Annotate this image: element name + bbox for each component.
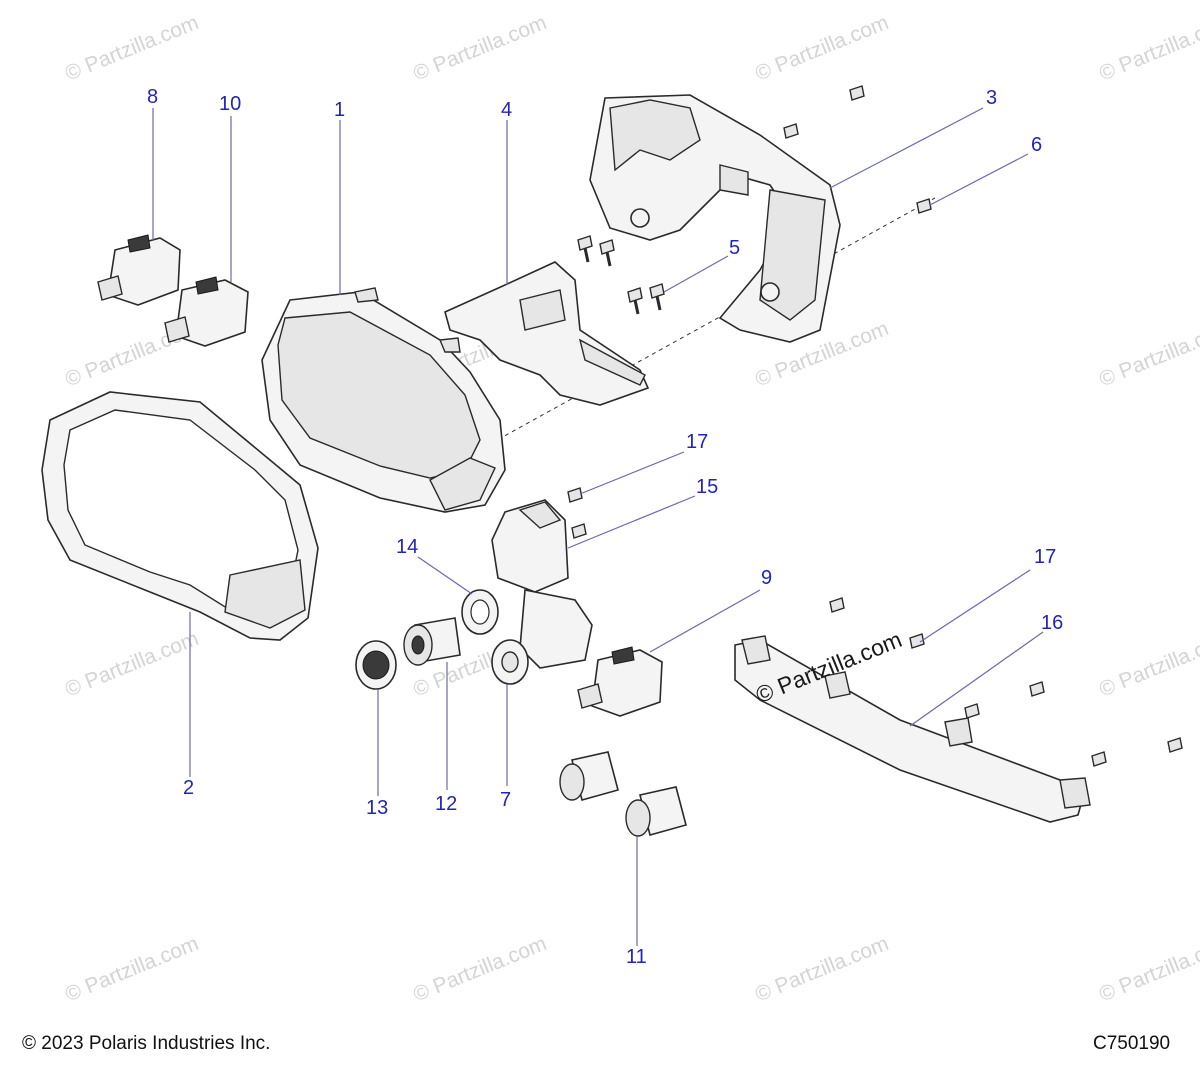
callout-9: 9: [761, 567, 773, 589]
part-15-switch: [491, 499, 569, 593]
part-6-screws: [783, 85, 932, 214]
callout-7: 7: [500, 789, 512, 811]
callout-8: 8: [147, 86, 159, 108]
leader-lines: [152, 107, 1044, 946]
part-14-nut: [461, 589, 499, 635]
callout-10: 10: [219, 93, 242, 115]
callout-14: 14: [396, 536, 419, 558]
callout-5: 5: [729, 237, 741, 259]
part-3-rear-housing: [589, 94, 841, 343]
part-1-display: [261, 287, 506, 513]
callout-2: 2: [183, 777, 195, 799]
callout-16: 16: [1041, 612, 1064, 634]
callout-11: 11: [626, 946, 647, 968]
callout-12: 12: [435, 793, 458, 815]
callout-1: 1: [334, 99, 346, 121]
part-12-outlet: [403, 617, 461, 666]
callout-3: 3: [986, 87, 998, 109]
part-5-bolts: [577, 235, 665, 315]
part-8-switch: [97, 234, 181, 306]
callout-17: 17: [686, 431, 709, 453]
diagram-code: C750190: [1093, 1033, 1171, 1054]
callout-4: 4: [501, 99, 513, 121]
part-17-screws: [567, 487, 1183, 767]
part-10-switch: [164, 276, 249, 347]
assembly-centerline: [469, 197, 936, 456]
part-13-cap: [355, 640, 397, 690]
part-11-outlet-upper: [559, 751, 619, 801]
callout-13: 13: [366, 797, 389, 819]
callout-6: 6: [1031, 134, 1043, 156]
callout-15: 15: [696, 476, 719, 498]
part-16-light-bar: [734, 635, 1091, 823]
part-7-ignition: [491, 589, 593, 685]
part-4-bracket: [444, 261, 650, 406]
callout-17: 17: [1034, 546, 1057, 568]
part-11-outlet-lower: [625, 786, 687, 837]
part-9-switch: [577, 646, 663, 717]
copyright-notice: © 2023 Polaris Industries Inc.: [22, 1033, 271, 1054]
part-2-bezel: [41, 391, 319, 641]
